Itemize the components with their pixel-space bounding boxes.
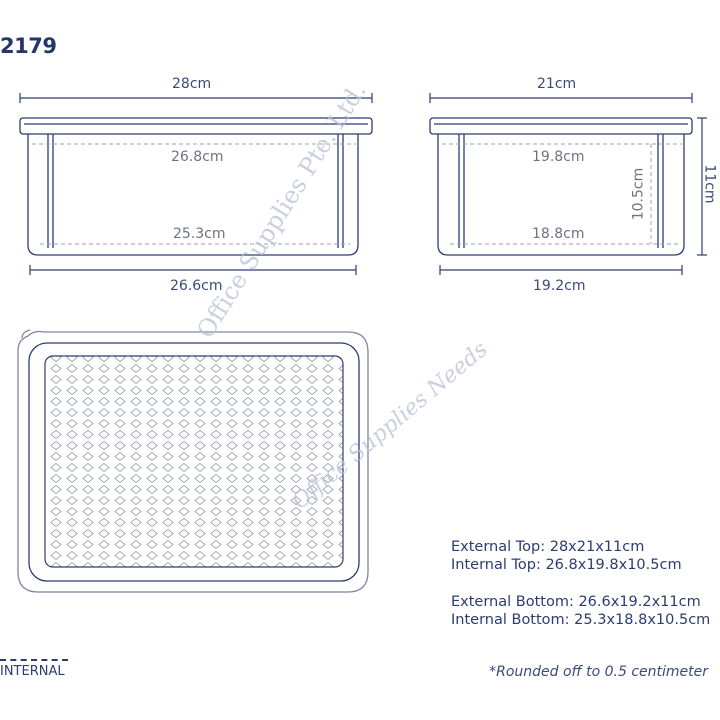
- spec-external-top: External Top: 28x21x11cm: [451, 539, 645, 555]
- top-view-lid: [17, 329, 369, 593]
- side-internal-bottom-label: 18.8cm: [532, 226, 585, 242]
- rounding-footnote: *Rounded off to 0.5 centimeter: [489, 664, 708, 680]
- side-bottom-dimension-line: [439, 265, 683, 275]
- spec-external-bottom: External Bottom: 26.6x19.2x11cm: [451, 594, 701, 610]
- side-external-top-label: 21cm: [537, 76, 577, 92]
- front-bottom-dimension-line: [29, 265, 357, 275]
- legend-dashed-line: [0, 659, 68, 661]
- side-external-height-label: 11cm: [701, 164, 718, 204]
- spec-internal-bottom: Internal Bottom: 25.3x18.8x10.5cm: [451, 612, 711, 628]
- side-internal-top-label: 19.8cm: [532, 149, 585, 165]
- front-internal-bottom-label: 25.3cm: [173, 226, 226, 242]
- front-body: [27, 134, 359, 256]
- front-internal-top-label: 26.8cm: [171, 149, 224, 165]
- side-height-dimension-line: [697, 117, 707, 256]
- front-internal-dashes: [32, 143, 356, 245]
- front-external-bottom-label: 26.6cm: [170, 278, 223, 294]
- spec-internal-top: Internal Top: 26.8x19.8x10.5cm: [451, 557, 682, 573]
- front-lid: [19, 117, 373, 135]
- front-top-dimension-line: [19, 93, 373, 103]
- top-view-texture: [44, 355, 344, 568]
- model-number: 2179: [0, 34, 57, 58]
- side-external-bottom-label: 19.2cm: [533, 278, 586, 294]
- front-external-top-label: 28cm: [172, 76, 212, 92]
- legend-internal-label: INTERNAL: [0, 664, 65, 679]
- side-body: [437, 134, 685, 256]
- side-lid: [429, 117, 693, 135]
- side-top-dimension-line: [429, 93, 693, 103]
- side-internal-dashes: [442, 143, 682, 245]
- side-internal-height-label: 10.5cm: [630, 167, 647, 221]
